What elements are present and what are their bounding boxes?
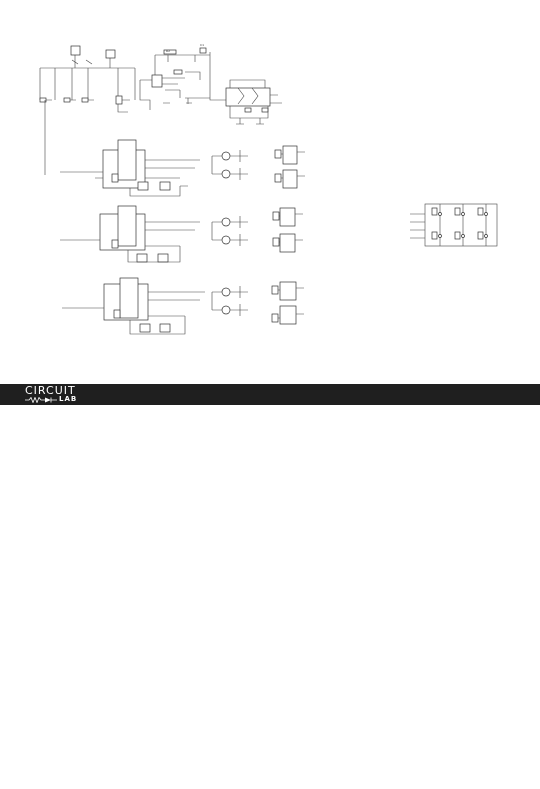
logo-wordmark-top: CIRCUIT: [25, 384, 76, 397]
circuitlab-logo[interactable]: CIRCUIT LAB: [25, 384, 95, 404]
gate-driver-block-1: [60, 139, 305, 197]
schematic-canvas: R2 C1: [0, 0, 540, 384]
circuit-title-line: King__Alex/Circuit d'armorcage: [116, 769, 257, 779]
top-power-section: [39, 45, 136, 175]
svg-text:R2: R2: [166, 49, 170, 53]
footer-bar: CIRCUIT LAB King__Alex/Circuit d'armorca…: [0, 384, 540, 788]
output-bridge: [410, 203, 498, 247]
gate-driver-block-3: [62, 277, 304, 335]
top-timer-section: R2 C1: [139, 43, 211, 110]
logo-wordmark-bottom: LAB: [59, 395, 78, 403]
resistor-diode-icon: [25, 397, 57, 403]
gate-driver-block-2: [60, 205, 303, 263]
author-link[interactable]: King__Alex: [116, 769, 159, 778]
top-driver-section: [209, 79, 282, 125]
circuit-title[interactable]: Circuit d'armorcage: [167, 769, 257, 778]
title-separator: /: [161, 769, 165, 778]
circuit-url-link[interactable]: http://circuitlab.com/cg6b3r7: [116, 779, 233, 788]
svg-text:C1: C1: [200, 43, 204, 47]
